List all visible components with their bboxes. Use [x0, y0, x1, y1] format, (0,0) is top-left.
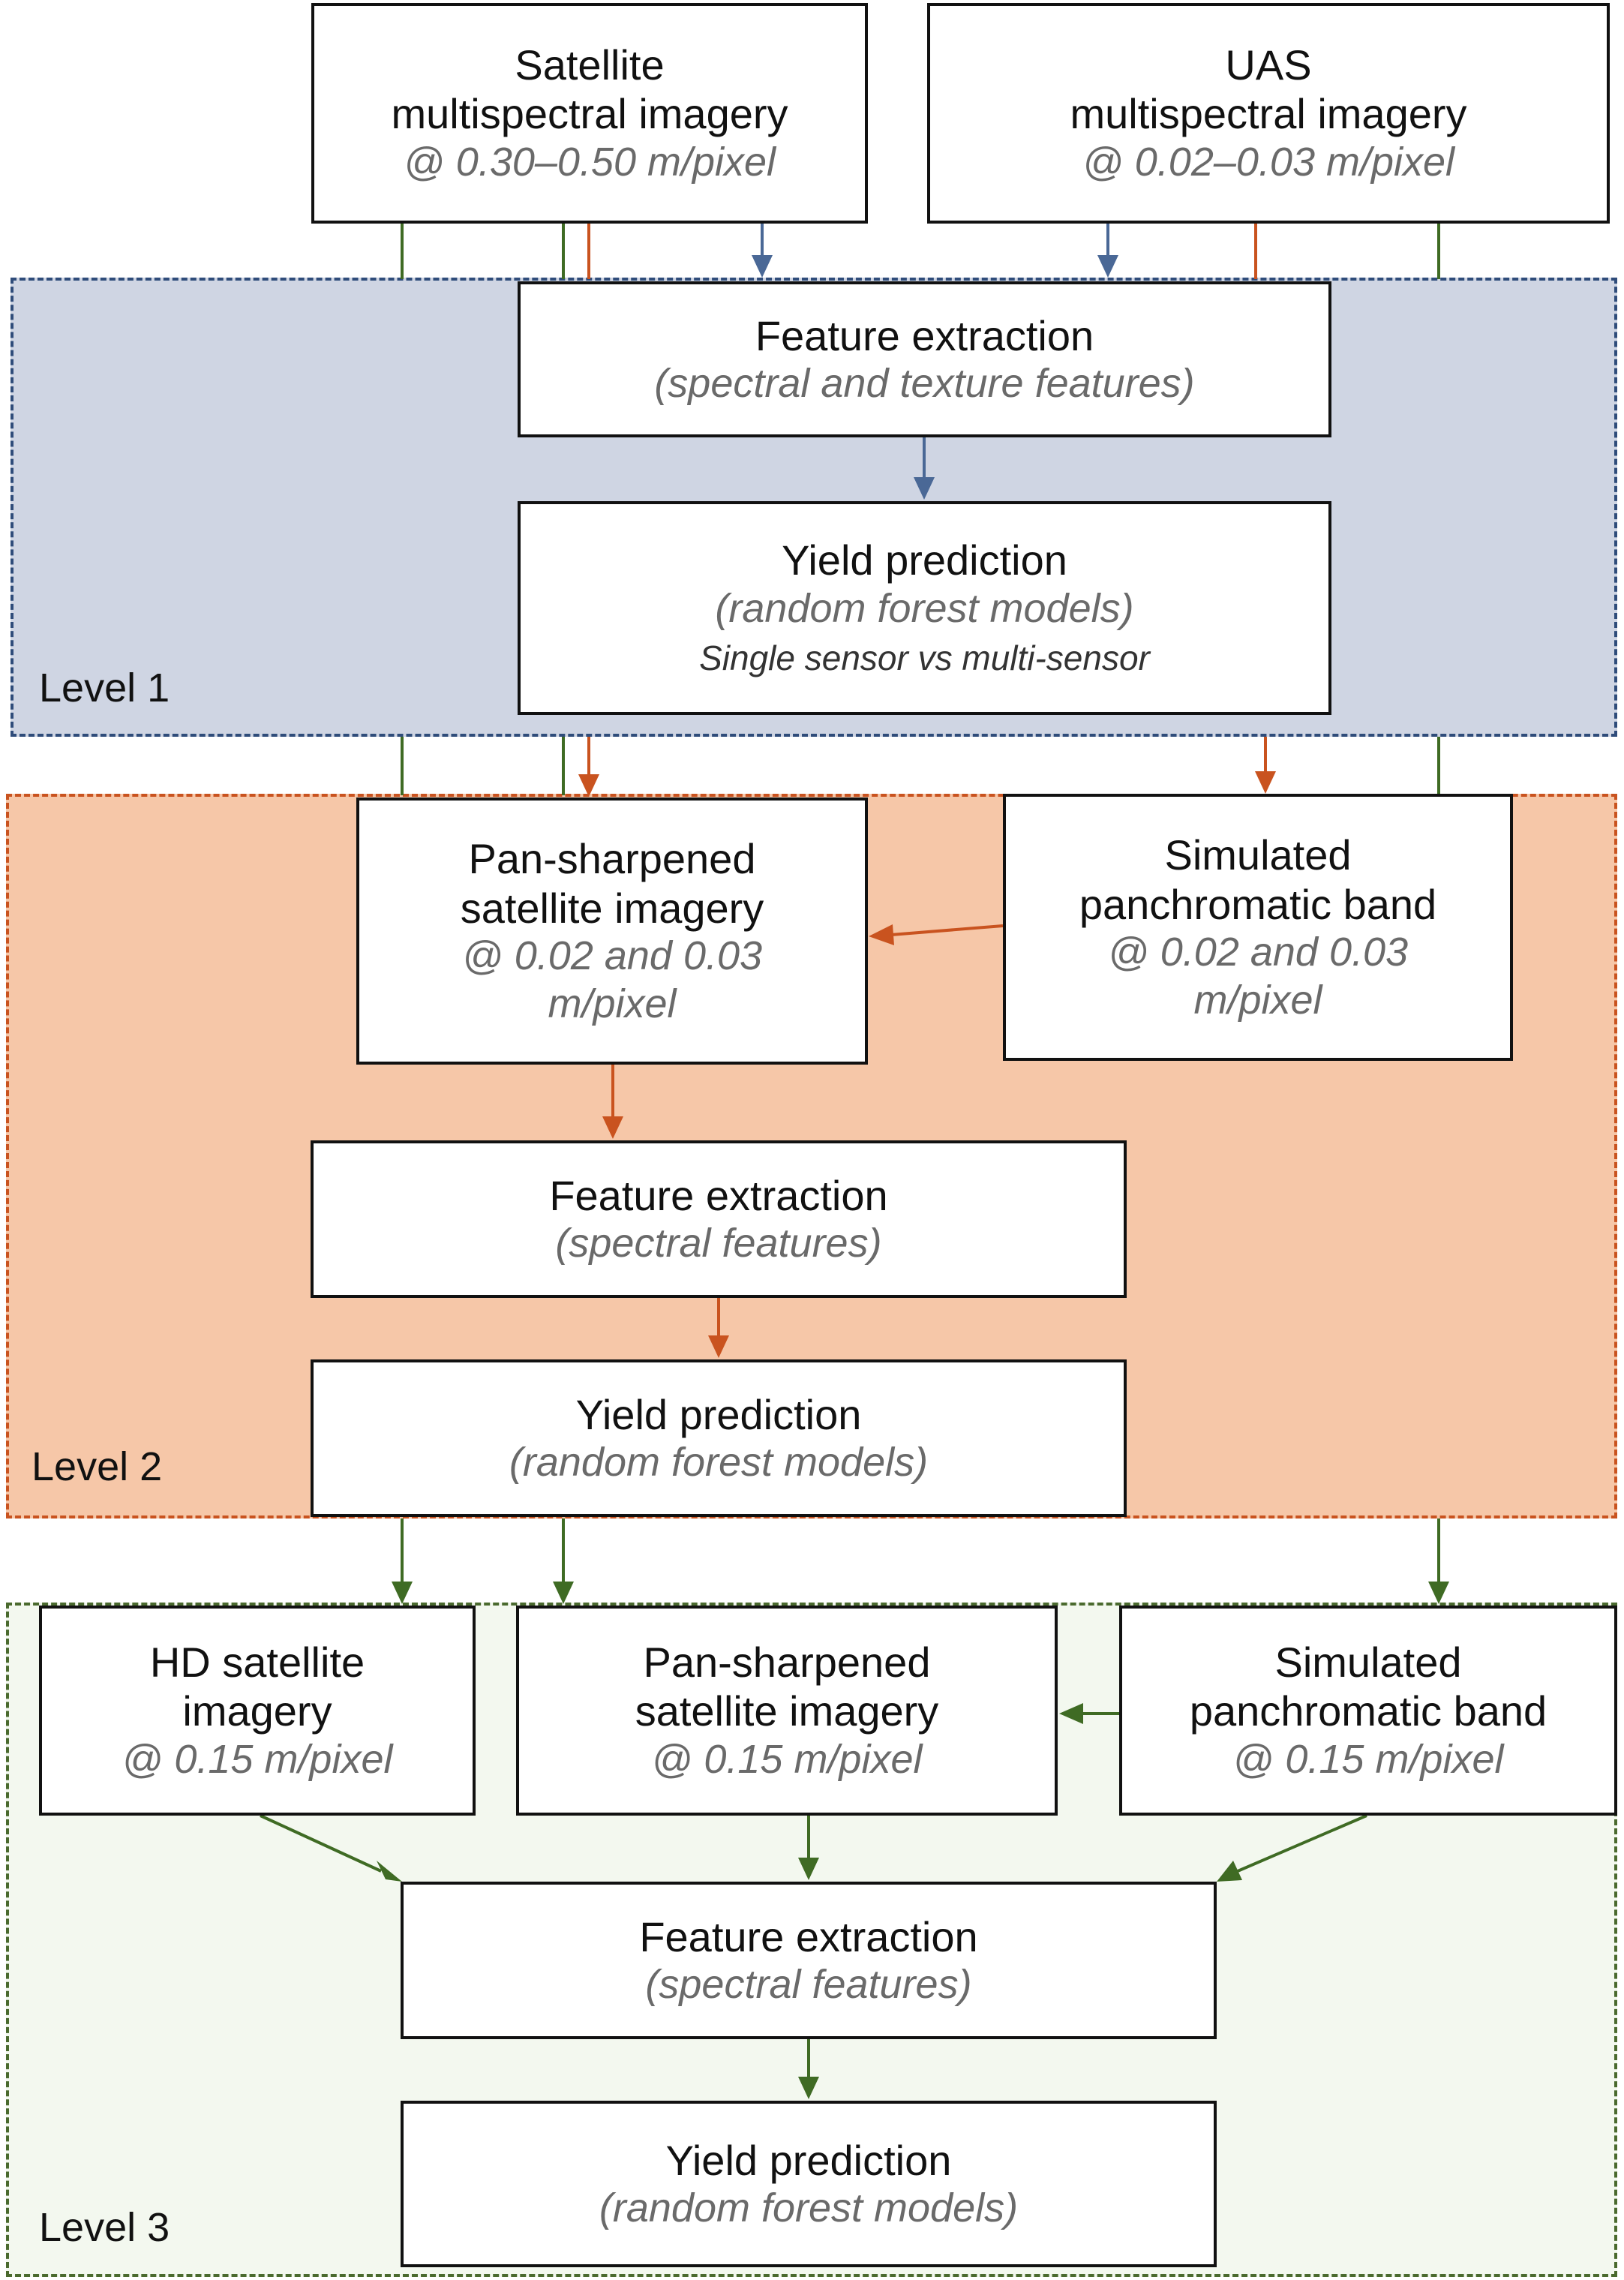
level3-hd-satellite-title: HD satellite imagery [149, 1638, 365, 1735]
arrow-spb3-to-fe3 [1237, 1814, 1367, 1873]
level2-pan-sharpened-box: Pan-sharpened satellite imagery @ 0.02 a… [356, 798, 868, 1065]
uas-imagery-box: UAS multispectral imagery @ 0.02–0.03 m/… [927, 3, 1610, 224]
level2-simulated-pan-box: Simulated panchromatic band @ 0.02 and 0… [1003, 794, 1513, 1061]
level1-yield-prediction-sub: (random forest models) [715, 585, 1134, 631]
level3-yield-prediction-sub: (random forest models) [599, 2185, 1019, 2231]
level3-yield-prediction-box: Yield prediction (random forest models) [401, 2101, 1217, 2267]
level2-yield-prediction-sub: (random forest models) [509, 1440, 929, 1485]
level-2-label: Level 2 [32, 1444, 163, 1489]
arrowhead-spb2-to-ps2 [869, 924, 894, 945]
level2-simulated-pan-title: Simulated panchromatic band [1079, 831, 1437, 928]
satellite-imagery-resolution: @ 0.30–0.50 m/pixel [403, 139, 776, 185]
level1-yield-prediction-title: Yield prediction [782, 536, 1067, 584]
level2-yield-prediction-box: Yield prediction (random forest models) [311, 1359, 1127, 1517]
level3-feature-extraction-title: Feature extraction [639, 1912, 978, 1960]
level2-pan-sharpened-title: Pan-sharpened satellite imagery [460, 835, 764, 932]
level-1-label: Level 1 [39, 665, 170, 710]
arrow-spb2-to-ps2 [890, 924, 1004, 936]
level3-feature-extraction-sub: (spectral features) [645, 1962, 972, 2008]
arrowhead-uas-to-fe1 [1097, 255, 1118, 278]
arrowhead-to-ps3 [553, 1582, 574, 1604]
level2-pan-sharpened-resolution: @ 0.02 and 0.03 m/pixel [461, 933, 763, 1026]
level1-feature-extraction-sub: (spectral and texture features) [654, 361, 1195, 407]
level3-simulated-pan-box: Simulated panchromatic band @ 0.15 m/pix… [1119, 1606, 1617, 1816]
level2-yield-prediction-title: Yield prediction [575, 1390, 862, 1438]
satellite-imagery-box: Satellite multispectral imagery @ 0.30–0… [311, 3, 868, 224]
uas-imagery-title: UAS multispectral imagery [1070, 41, 1467, 138]
level3-feature-extraction-box: Feature extraction (spectral features) [401, 1882, 1217, 2039]
level3-hd-satellite-box: HD satellite imagery @ 0.15 m/pixel [39, 1606, 476, 1816]
arrow-hd3-to-fe3 [260, 1814, 382, 1873]
level3-pan-sharpened-box: Pan-sharpened satellite imagery @ 0.15 m… [516, 1606, 1058, 1816]
level3-simulated-pan-title: Simulated panchromatic band [1189, 1638, 1547, 1735]
level3-pan-sharpened-resolution: @ 0.15 m/pixel [651, 1736, 923, 1782]
arrowhead-hd3-to-fe3 [377, 1861, 402, 1882]
level1-yield-prediction-note: Single sensor vs multi-sensor [699, 638, 1150, 678]
arrowhead-fe2-to-yp2 [708, 1335, 729, 1358]
arrowhead-to-spb3 [1428, 1582, 1449, 1604]
level2-feature-extraction-title: Feature extraction [549, 1171, 888, 1219]
arrowhead-spb3-to-fe3 [1217, 1861, 1242, 1882]
level3-yield-prediction-title: Yield prediction [665, 2136, 952, 2184]
arrowhead-to-hd3 [392, 1582, 413, 1604]
arrowhead-spb3-to-ps3 [1059, 1703, 1083, 1724]
level1-yield-prediction-box: Yield prediction (random forest models) … [518, 501, 1331, 715]
level3-simulated-pan-resolution: @ 0.15 m/pixel [1232, 1736, 1504, 1782]
arrowhead-fe1-to-yp1 [914, 477, 935, 500]
arrowhead-sat-to-fe1 [752, 255, 773, 278]
arrowhead-sat-to-ps2 [578, 774, 599, 797]
arrowhead-ps3-to-fe3 [798, 1858, 819, 1880]
satellite-imagery-title: Satellite multispectral imagery [391, 41, 788, 138]
level3-pan-sharpened-title: Pan-sharpened satellite imagery [635, 1638, 939, 1735]
level1-feature-extraction-box: Feature extraction (spectral and texture… [518, 281, 1331, 437]
level1-feature-extraction-title: Feature extraction [755, 311, 1094, 359]
uas-imagery-resolution: @ 0.02–0.03 m/pixel [1082, 139, 1455, 185]
arrowhead-ps2-to-fe2 [602, 1116, 623, 1139]
level-3-label: Level 3 [39, 2205, 170, 2250]
level2-feature-extraction-box: Feature extraction (spectral features) [311, 1140, 1127, 1298]
level3-hd-satellite-resolution: @ 0.15 m/pixel [122, 1736, 393, 1782]
arrowhead-uas-to-spb2 [1255, 771, 1276, 794]
level2-simulated-pan-resolution: @ 0.02 and 0.03 m/pixel [1107, 930, 1409, 1023]
level2-feature-extraction-sub: (spectral features) [555, 1221, 882, 1266]
arrowhead-fe3-to-yp3 [798, 2077, 819, 2099]
